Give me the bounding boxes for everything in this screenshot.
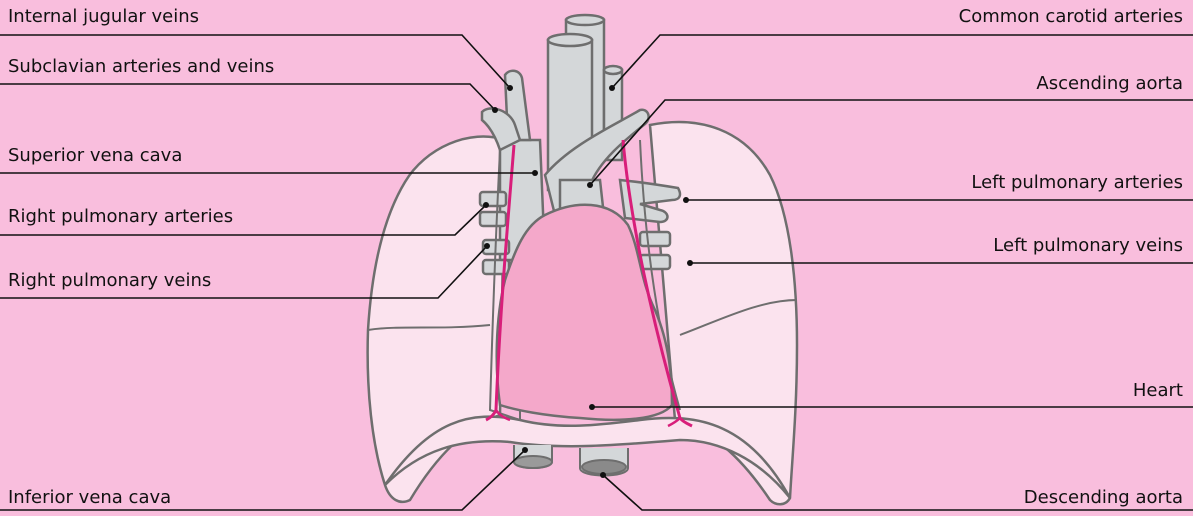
label-common-carotid-arteries: Common carotid arteries bbox=[959, 6, 1183, 28]
label-right-pulmonary-arteries: Right pulmonary arteries bbox=[8, 206, 233, 228]
label-subclavian-arteries-and-veins: Subclavian arteries and veins bbox=[8, 56, 274, 78]
label-inferior-vena-cava: Inferior vena cava bbox=[8, 487, 171, 509]
label-left-pulmonary-arteries: Left pulmonary arteries bbox=[971, 172, 1183, 194]
label-internal-jugular-veins: Internal jugular veins bbox=[8, 6, 199, 28]
label-descending-aorta: Descending aorta bbox=[1024, 487, 1183, 509]
label-heart: Heart bbox=[1133, 380, 1183, 402]
label-left-pulmonary-veins: Left pulmonary veins bbox=[993, 235, 1183, 257]
label-superior-vena-cava: Superior vena cava bbox=[8, 145, 182, 167]
label-right-pulmonary-veins: Right pulmonary veins bbox=[8, 270, 211, 292]
label-ascending-aorta: Ascending aorta bbox=[1036, 73, 1183, 95]
